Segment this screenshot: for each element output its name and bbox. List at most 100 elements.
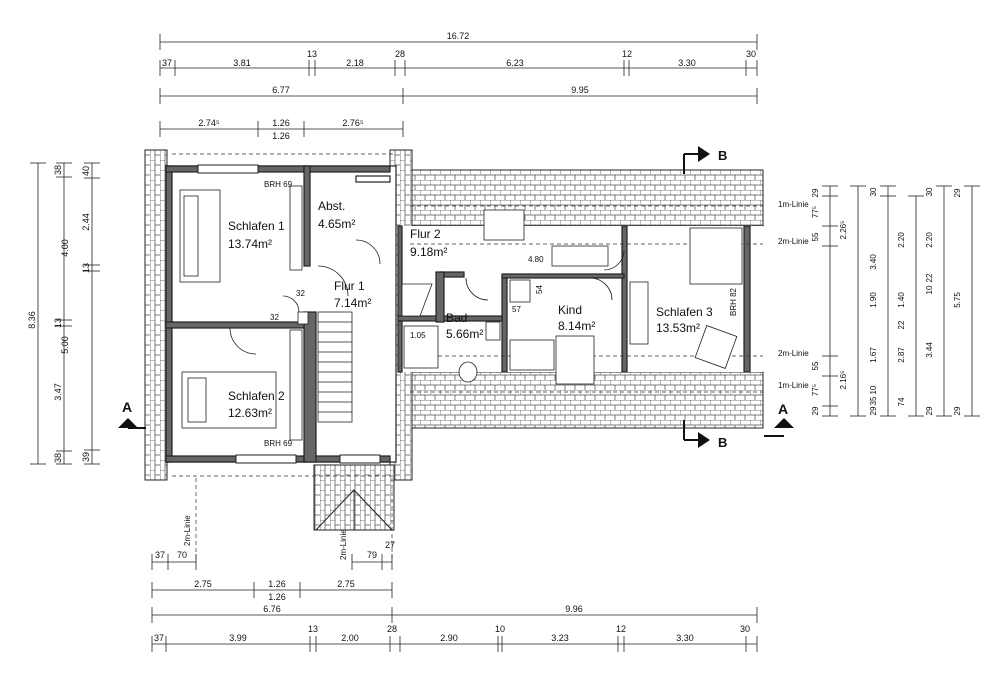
dim-label: 6.77: [272, 85, 290, 95]
dim-label: 2.75: [194, 579, 212, 589]
dim-label: 1.26: [272, 118, 290, 128]
dim-label: 77⁵: [811, 384, 820, 396]
dim-label: 3.81: [233, 58, 251, 68]
dim-label: 2.20: [897, 232, 906, 248]
dimension-chain-left: [30, 162, 100, 465]
dim-label: 29: [953, 406, 962, 415]
chimney: [297, 311, 309, 325]
dim-label: 1.05: [410, 331, 426, 340]
room-area-schlafen-1: 13.74m²: [228, 237, 272, 251]
section-label-a: A: [778, 401, 788, 417]
room-name-bad: Bad: [446, 311, 467, 325]
bed-schlafen-3: [689, 227, 743, 285]
section-arrow-b: [698, 432, 710, 448]
dim-label: 2.74⁵: [198, 118, 220, 128]
room-name-abst: Abst.: [318, 199, 345, 213]
dim-label: 2.16⁵: [839, 371, 848, 390]
dim-label: 29: [811, 188, 820, 197]
dim-label: 13: [81, 263, 91, 273]
dim-label: 6.76: [263, 604, 281, 614]
dim-label: 2.20: [925, 232, 934, 248]
dim-label: 55: [811, 361, 820, 370]
room-area-abst: 4.65m²: [318, 217, 355, 231]
dim-label: 38: [53, 453, 63, 463]
section-label-b: B: [718, 148, 727, 163]
dim-label: 1.67: [869, 347, 878, 363]
toilet: [458, 361, 478, 383]
wardrobe: [289, 329, 303, 441]
wardrobe: [289, 185, 303, 271]
stairs: [317, 283, 433, 423]
dim-label: 30: [925, 187, 934, 196]
room-area-schlafen-2: 12.63m²: [228, 406, 272, 420]
room-name-flur-2: Flur 2: [410, 227, 441, 241]
dim-label: 2.18: [346, 58, 364, 68]
dim-label: 1.90: [869, 292, 878, 308]
dim-label: 6.23: [506, 58, 524, 68]
bench: [551, 245, 609, 267]
dim-label: 13: [53, 318, 63, 328]
dim-label: 27: [385, 540, 395, 550]
dim-label: 39: [81, 452, 91, 462]
dim-label: 30: [740, 624, 750, 634]
dim-label: 10: [869, 385, 878, 394]
room-name-schlafen-2: Schlafen 2: [228, 389, 285, 403]
dim-label: 4.00: [60, 239, 70, 257]
dim-label: 2.90: [440, 633, 458, 643]
line-label-1m: 1m-Linie: [778, 381, 809, 390]
dim-top-total: 16.72: [447, 31, 470, 41]
dim-label: 12: [616, 624, 626, 634]
dim-label: 2.87: [897, 347, 906, 363]
room-labels: Schlafen 1 13.74m² Abst. 4.65m² Flur 2 9…: [228, 199, 713, 420]
dim-label: 9.95: [571, 85, 589, 95]
room-area-kind: 8.14m²: [558, 319, 595, 333]
section-arrow-a: [774, 418, 794, 428]
line-label-2m: 2m-Linie: [183, 515, 192, 546]
cabinet: [483, 209, 525, 241]
dim-label: 2.76⁵: [342, 118, 364, 128]
dim-label: 2.75: [337, 579, 355, 589]
dim-label: 3.40: [869, 254, 878, 270]
dim-bottom-labels: 37 70 79 27 2.75 1.26 2.75 1.26 6.76 9.9…: [154, 540, 750, 643]
dim-label: 2.26⁵: [839, 221, 848, 240]
room-area-flur-2: 9.18m²: [410, 245, 447, 259]
dim-label: 1.26: [268, 579, 286, 589]
pillow: [187, 377, 207, 423]
dim-label: 3.30: [676, 633, 694, 643]
dim-label: 37: [162, 58, 172, 68]
room-area-flur-1: 7.14m²: [334, 296, 371, 310]
dim-label: 28: [395, 49, 405, 59]
dim-label: 37: [154, 633, 164, 643]
dim-label: 3.23: [551, 633, 569, 643]
section-arrow-b: [698, 146, 710, 162]
dim-label: 35: [869, 396, 878, 405]
dim-label: 3.30: [678, 58, 696, 68]
doors: [229, 239, 625, 355]
line-label-2m: 2m-Linie: [778, 349, 809, 358]
dim-label: 30: [869, 187, 878, 196]
line-label-2m: 2m-Linie: [778, 237, 809, 246]
pillow: [183, 195, 199, 277]
height-line-labels: 1m-Linie 2m-Linie 2m-Linie 1m-Linie 2m-L…: [183, 200, 809, 560]
section-label-a: A: [122, 399, 132, 415]
dim-label: 3.47: [53, 383, 63, 401]
dim-label: 40: [81, 166, 91, 176]
roof-left-gable: [144, 149, 168, 481]
dim-label: 55: [811, 232, 820, 241]
dim-label: 54: [535, 285, 544, 294]
dim-label: 28: [387, 624, 397, 634]
room-name-schlafen-1: Schlafen 1: [228, 219, 285, 233]
dim-label: 3.99: [229, 633, 247, 643]
dim-label: 57: [512, 305, 521, 314]
section-label-b: B: [718, 435, 727, 450]
bed-kind: [509, 339, 555, 371]
dim-label: 2.44: [81, 213, 91, 231]
roof-top-right: [397, 169, 764, 227]
dim-left-labels: 8.36 38 13 3.47 38 4.00 5.00 40 2.44 13 …: [27, 165, 91, 463]
dim-label: 8.36: [27, 311, 37, 329]
room-area-bad: 5.66m²: [446, 327, 483, 341]
dim-label: 5.00: [60, 336, 70, 354]
brh-label: BRH 69: [264, 439, 293, 448]
room-name-schlafen-3: Schlafen 3: [656, 305, 713, 319]
